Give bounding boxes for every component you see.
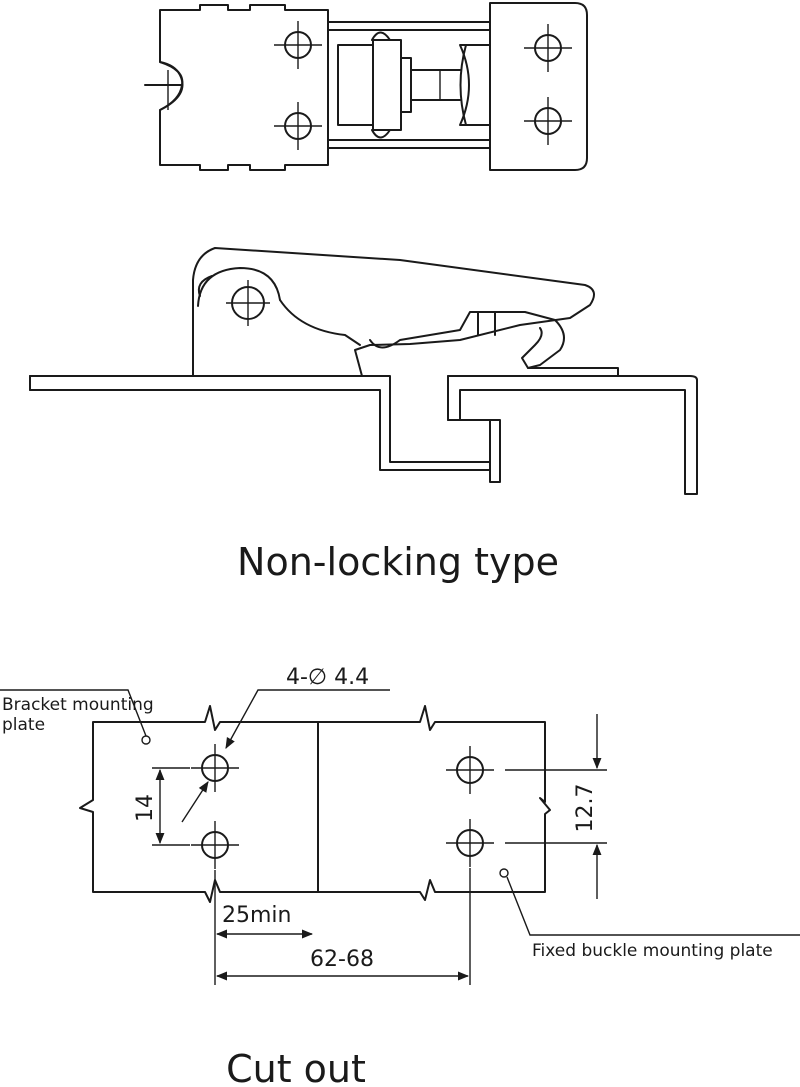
cutout-hole-icon bbox=[445, 745, 495, 795]
label-bracket-line2: plate bbox=[2, 715, 45, 735]
caption-cut-out: Cut out bbox=[226, 1047, 366, 1087]
mount-hole-icon bbox=[523, 96, 573, 146]
mount-hole-icon bbox=[523, 23, 573, 73]
label-holes: 4-∅ 4.4 bbox=[286, 665, 369, 690]
label-bracket-line1: Bracket mounting bbox=[2, 695, 154, 715]
dim-vertical-right: 12.7 bbox=[573, 784, 598, 833]
caption-non-locking: Non-locking type bbox=[237, 540, 559, 584]
dim-span: 62-68 bbox=[310, 947, 374, 972]
label-fixed-plate: Fixed buckle mounting plate bbox=[532, 941, 773, 961]
mount-hole-icon bbox=[273, 20, 323, 70]
latch-side-view bbox=[29, 247, 698, 495]
bracket-plate-outline bbox=[159, 4, 329, 171]
cutout-hole-icon bbox=[445, 818, 495, 868]
dim-gap-min: 25min bbox=[222, 903, 291, 928]
mount-hole-icon bbox=[273, 101, 323, 151]
cutout-outline bbox=[79, 705, 551, 903]
cutout-hole-icon bbox=[190, 743, 240, 793]
latch-top-view bbox=[144, 2, 588, 171]
dim-vertical-left: 14 bbox=[133, 794, 158, 822]
cutout-hole-icon bbox=[190, 820, 240, 870]
keeper-plate-outline bbox=[489, 2, 588, 171]
cutout-drawing bbox=[0, 689, 800, 985]
